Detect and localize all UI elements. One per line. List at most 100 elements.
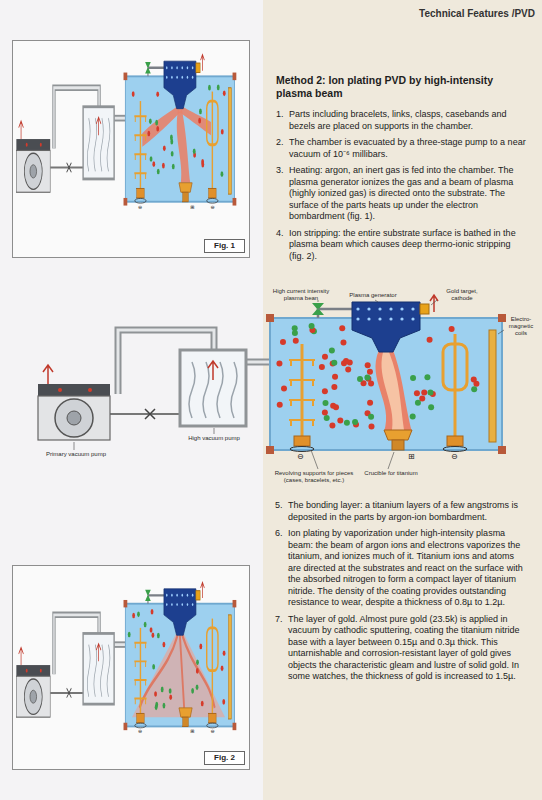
gas-particle — [176, 76, 178, 79]
pump-baffle — [217, 362, 223, 418]
ion-particle — [199, 109, 202, 115]
chamber-port — [266, 314, 274, 322]
step-text: The layer of gold. Almost pure gold (23.… — [288, 614, 527, 683]
gas-particle — [176, 594, 178, 597]
ion-particle — [157, 169, 160, 175]
vacuum-duct-bore — [246, 361, 270, 364]
ion-particle — [339, 325, 345, 331]
flow-arrow — [96, 644, 101, 662]
cooling-arrow — [201, 55, 205, 71]
gas-particle — [367, 307, 370, 310]
chamber-port — [124, 73, 128, 81]
particle — [40, 143, 42, 147]
ion-particle — [357, 376, 363, 382]
flow-arrow — [96, 117, 101, 135]
ion-particle — [155, 120, 158, 126]
ion-particle — [199, 644, 202, 650]
primary-vacuum-pump — [16, 150, 50, 192]
part-label: Revolving supports for pieces (cases, br… — [272, 470, 356, 484]
gas-particle — [171, 594, 173, 597]
leader-line — [388, 452, 394, 469]
primary-vacuum-pump — [38, 396, 110, 440]
gas-particle — [166, 603, 168, 606]
pump-baffle — [100, 645, 103, 697]
ion-particle — [280, 339, 286, 345]
pump-rotor — [55, 399, 93, 437]
pump-baffle — [189, 362, 195, 418]
ion-particle — [281, 385, 287, 391]
ion-particle — [345, 366, 351, 372]
ion-particle — [147, 131, 150, 137]
plasma-bath — [132, 633, 225, 717]
valve — [67, 688, 72, 697]
ion-particle — [196, 668, 199, 674]
ion-particle — [410, 413, 416, 419]
gold-target — [196, 63, 200, 73]
part-label: Electro-magnetic coils — [505, 316, 537, 337]
ion-particle — [364, 375, 370, 381]
ion-particle — [344, 420, 350, 426]
gas-particle — [389, 317, 392, 320]
ion-particle — [221, 129, 224, 135]
gas-particle — [171, 76, 173, 79]
pump-head — [16, 665, 50, 676]
gas-particle — [166, 594, 168, 597]
argon-inlet — [148, 595, 165, 603]
support-rack — [134, 680, 146, 686]
section-title: Method 2: Ion plating PVD by high-intens… — [276, 74, 528, 100]
exhaust-arrow — [43, 365, 53, 384]
gas-particle — [367, 317, 370, 320]
ion-particle — [329, 422, 335, 428]
ion-particle — [196, 685, 199, 691]
text-column: 5.The bonding layer: a titanium layers o… — [275, 500, 527, 688]
gold-target — [420, 304, 429, 314]
gas-particle — [182, 66, 184, 69]
ion-particle — [132, 613, 135, 619]
polarity-symbol: ⊞ — [190, 204, 194, 210]
pump-rotor — [24, 153, 42, 189]
ion-particle — [368, 381, 374, 387]
ion-particle — [471, 377, 477, 383]
vacuum-duct — [246, 359, 270, 366]
support-rack — [134, 135, 146, 141]
gas-particle — [187, 594, 189, 597]
ion-particle — [132, 91, 135, 97]
ion-particle — [369, 424, 375, 430]
gas-particle — [182, 594, 184, 597]
gas-particle — [182, 76, 184, 79]
polarity-symbol: ⊖ — [211, 204, 215, 210]
polarity-symbol: ⊖ — [211, 728, 215, 734]
ion-particle — [152, 664, 155, 670]
ion-particle — [329, 348, 335, 354]
ion-particle — [172, 164, 175, 170]
polarity-symbol: ⊖ — [138, 204, 142, 210]
ion-particle — [163, 145, 166, 151]
page-header: Technical Features /PVD — [330, 8, 535, 20]
support-base — [209, 188, 217, 198]
gas-particle — [400, 307, 403, 310]
support-pole — [454, 334, 457, 438]
ion-particle — [201, 162, 204, 168]
ion-particle — [156, 91, 159, 97]
vacuum-duct — [114, 115, 125, 122]
ion-particle — [322, 400, 328, 406]
ion-particle — [208, 85, 211, 91]
pump-baffle — [107, 118, 110, 171]
ion-particle — [221, 666, 224, 672]
ion-particle — [421, 389, 427, 395]
ion-particle — [424, 374, 430, 380]
valve — [145, 409, 155, 419]
exhaust-arrow — [19, 647, 24, 665]
plasma-generator — [352, 302, 420, 352]
ion-particle — [198, 118, 201, 124]
gas-particle — [400, 317, 403, 320]
chamber-port — [233, 600, 237, 607]
pump-baffle — [107, 645, 110, 697]
part-label: High current intensity plasma bean — [272, 288, 330, 302]
ion-particle — [154, 691, 157, 697]
ion-particle — [137, 612, 140, 618]
ion-particle — [365, 362, 371, 368]
ion-particle — [191, 688, 194, 694]
ion-particle — [156, 126, 159, 132]
ion-particle — [162, 163, 165, 169]
